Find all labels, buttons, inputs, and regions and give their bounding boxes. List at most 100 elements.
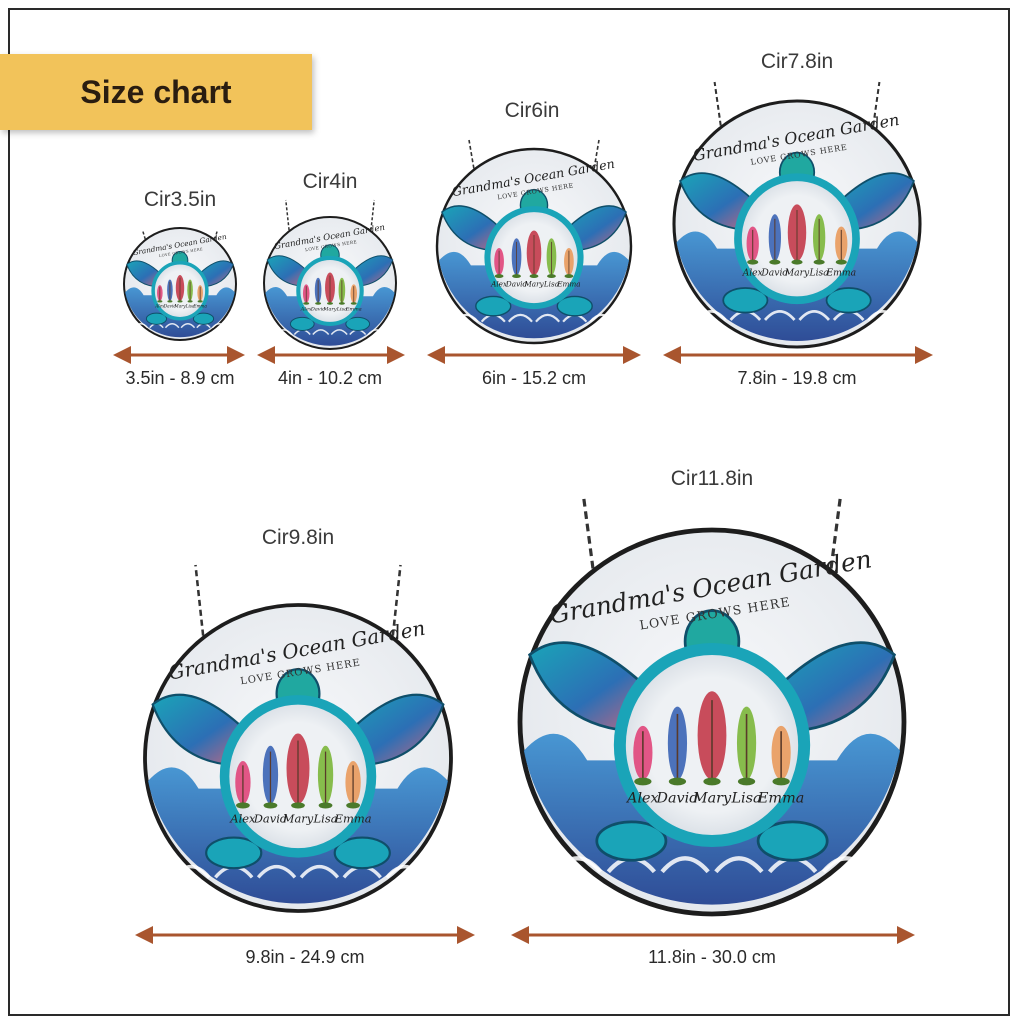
chain [370,199,375,231]
coral-base [835,259,847,265]
family-name-text: David [760,268,788,279]
coral-base [564,274,574,279]
coral-base [791,259,803,265]
coral-base [236,802,250,809]
wave-crest [552,856,603,874]
turtle-back-flipper [345,316,371,332]
turtle-back-flipper [825,287,872,314]
wave-crest [275,329,293,335]
turtle-back-flipper [192,312,215,325]
wave-crest [299,864,340,879]
plaque-subtitle-text: LOVE GROWS HERE [159,247,204,258]
chain [468,139,475,169]
turtle-back-flipper [205,836,263,870]
wave-crest [535,313,561,323]
dimension-text-3-5in: 3.5in - 8.9 cm [125,368,235,388]
family-name-text: Emma [192,304,207,309]
family-name-text: David [163,304,177,309]
coral-base [813,259,825,265]
dimension-text-7-8in: 7.8in - 19.8 cm [737,368,857,388]
coral-base [263,802,278,809]
dimension-text-9-8in: 9.8in - 24.9 cm [245,947,365,967]
wave-crest [171,864,211,879]
family-name-text: David [310,307,325,313]
size-chart-banner: Size chart [0,54,312,130]
chain [593,139,600,169]
coral-base [494,274,504,279]
wave-crest [164,323,180,329]
family-name-text: Lisa [730,791,761,807]
coral-base [177,300,183,303]
chain [141,229,146,240]
chain [391,564,402,636]
family-name-text: Alex [625,791,659,807]
family-name-text: Emma [345,307,362,313]
wave-crest [312,329,330,335]
chain [872,81,881,126]
turtle-back-flipper [145,312,168,325]
coral-base [327,302,333,305]
turtle-back-flipper [756,820,829,862]
wave-crest [133,323,149,329]
turtle-back-flipper [595,820,668,862]
coral-base [634,777,652,786]
coral-base [772,777,790,786]
size-chart-title: Size chart [80,73,232,110]
wave-crest [256,864,297,879]
turtle-back-flipper [556,295,593,317]
wave-crest [180,323,196,329]
coral-base [303,302,310,305]
wave-crest [660,856,710,874]
family-name-text: Lisa [543,280,559,289]
turtle-back-flipper [475,295,512,317]
dimension-arrows [113,346,933,944]
family-name-text: Alex [742,268,764,279]
coral-base [338,302,345,305]
coral-base [197,300,203,303]
family-name-text: Emma [334,811,372,825]
turtle-back-flipper [289,316,315,332]
coral-base [512,274,521,279]
wave-crest [589,313,615,323]
coral-base [703,777,721,786]
coral-base [529,274,539,279]
wave-crest [867,309,899,321]
family-name-text: David [655,791,698,807]
family-name-text: Lisa [185,304,195,309]
coral-base [157,300,163,303]
wave-crest [211,323,227,329]
turtle-back-flipper [333,836,391,870]
dimension-text-11-8in: 11.8in - 30.0 cm [648,947,776,967]
wave-crest [330,329,348,335]
wave-crest [763,309,796,321]
family-name-text: Alex [229,811,256,825]
coral-base [747,259,759,265]
family-name-text: Mary [523,280,544,289]
coral-base [187,300,193,303]
wave-crest [367,329,385,335]
family-name-text: Alex [300,307,312,313]
family-name-text: Lisa [313,811,338,825]
chain [214,229,219,240]
wave-crest [714,856,764,874]
family-name-text: David [253,811,288,825]
size-label-11-8in: Cir11.8in [670,467,754,490]
size-label-9-8in: Cir9.8in [261,526,335,549]
coral-base [547,274,556,279]
family-name-text: Emma [556,280,580,289]
dimension-text-4in: 4in - 10.2 cm [277,368,383,388]
coral-base [318,802,333,809]
family-name-text: Mary [322,307,336,313]
family-name-text: Mary [173,304,186,309]
chart-frame [8,8,1010,1016]
family-name-text: Mary [282,811,314,825]
family-name-text: Emma [825,268,856,279]
family-name-text: Alex [154,304,165,309]
wave-crest [385,864,425,879]
family-name-text: Emma [757,791,804,807]
